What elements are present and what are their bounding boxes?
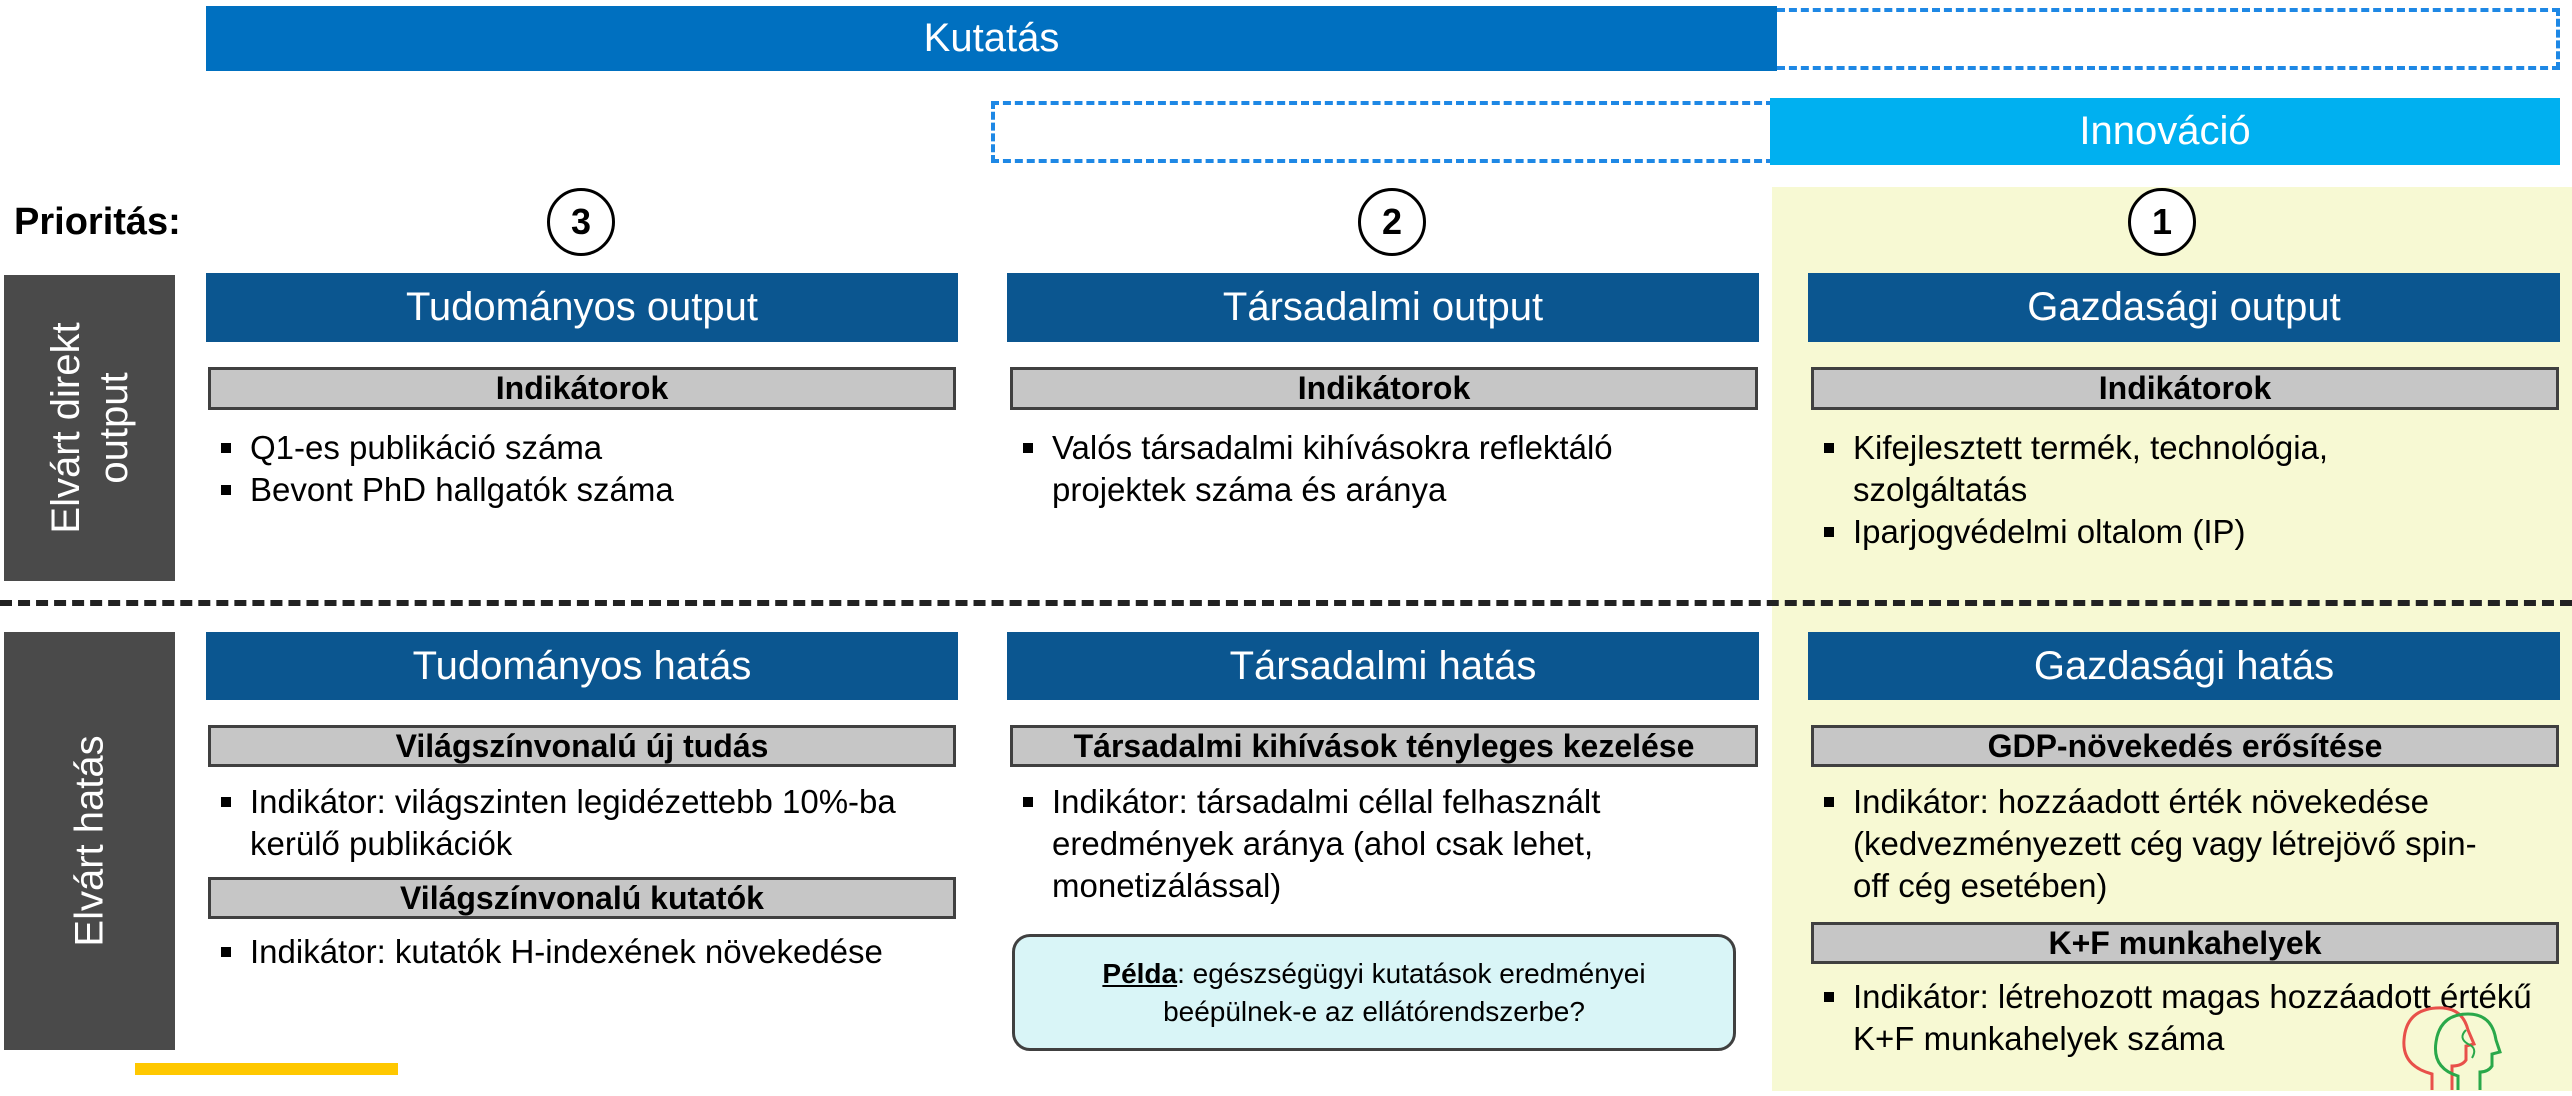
social-impact-section-header: Társadalmi kihívások tényleges kezelése: [1010, 725, 1758, 767]
section-divider: [0, 600, 2572, 606]
list-item: Kifejlesztett termék, technológia, szolg…: [1821, 427, 2441, 511]
list-item: Indikátor: társadalmi céllal felhasznált…: [1020, 781, 1720, 907]
economic-impact-section-header: GDP-növekedés erősítése: [1811, 725, 2559, 767]
list-item: Iparjogvédelmi oltalom (IP): [1821, 511, 2441, 553]
scientific-output-header: Tudományos output: [206, 273, 958, 342]
list-item: Indikátor: hozzáadott érték növekedése (…: [1821, 781, 2511, 907]
head-profile-icon: [2392, 1004, 2502, 1091]
social-impact-bullets: Indikátor: társadalmi céllal felhasznált…: [1020, 781, 1720, 907]
list-item: Bevont PhD hallgatók száma: [218, 469, 948, 511]
section-header-label: K+F munkahelyek: [2048, 924, 2322, 961]
scientific-output-indicators-header: Indikátorok: [208, 367, 956, 410]
social-output-indicators-header: Indikátorok: [1010, 367, 1758, 410]
priority-badge-3: 3: [547, 188, 615, 256]
economic-output-indicators-header: Indikátorok: [1811, 367, 2559, 410]
economic-impact-bullets-2: Indikátor: létrehozott magas hozzáadott …: [1821, 976, 2541, 1060]
research-extension-dashed: [1777, 8, 2560, 70]
priority-badge-2: 2: [1358, 188, 1426, 256]
scientific-impact-header: Tudományos hatás: [206, 632, 958, 700]
research-bar: Kutatás: [206, 6, 1777, 71]
example-callout: Példa: egészségügyi kutatások eredményei…: [1012, 934, 1736, 1051]
priority-badge-1: 1: [2128, 188, 2196, 256]
economic-output-header: Gazdasági output: [1808, 273, 2560, 342]
list-item: Q1-es publikáció száma: [218, 427, 948, 469]
section-header-label: Világszínvonalú új tudás: [395, 727, 769, 764]
scientific-impact-section-header: Világszínvonalú új tudás: [208, 725, 956, 767]
indicators-label: Indikátorok: [1297, 370, 1471, 406]
example-label: Példa: [1102, 957, 1178, 989]
side-label-direct-output: Elvárt direkt output: [4, 275, 175, 581]
side-label-direct-output-text: Elvárt direkt output: [43, 322, 136, 534]
social-impact-title: Társadalmi hatás: [1229, 643, 1537, 688]
scientific-impact-section-header: Világszínvonalú kutatók: [208, 877, 956, 919]
list-item: Indikátor: világszinten legidézettebb 10…: [218, 781, 953, 865]
economic-output-bullets: Kifejlesztett termék, technológia, szolg…: [1821, 427, 2441, 553]
side-label-impact-text: Elvárt hatás: [67, 735, 112, 947]
social-impact-header: Társadalmi hatás: [1007, 632, 1759, 700]
economic-impact-header: Gazdasági hatás: [1808, 632, 2560, 700]
section-header-label: GDP-növekedés erősítése: [1987, 727, 2383, 764]
scientific-impact-title: Tudományos hatás: [412, 643, 752, 688]
list-item: Valós társadalmi kihívásokra reflektáló …: [1020, 427, 1720, 511]
indicators-label: Indikátorok: [495, 370, 669, 406]
economic-impact-title: Gazdasági hatás: [2033, 643, 2335, 688]
priority-label: Prioritás:: [14, 201, 181, 243]
research-bar-label: Kutatás: [923, 16, 1060, 60]
scientific-output-bullets: Q1-es publikáció száma Bevont PhD hallga…: [218, 427, 948, 511]
section-header-label: Világszínvonalú kutatók: [400, 879, 764, 916]
list-item: Indikátor: kutatók H-indexének növekedés…: [218, 931, 948, 973]
innovation-bar: Innováció: [1770, 98, 2560, 165]
decorative-accent-line: [135, 1063, 398, 1075]
social-output-header: Társadalmi output: [1007, 273, 1759, 342]
economic-impact-section-header: K+F munkahelyek: [1811, 922, 2559, 964]
economic-output-title: Gazdasági output: [2027, 285, 2341, 329]
side-label-impact: Elvárt hatás: [4, 632, 175, 1050]
example-text: : egészségügyi kutatások eredményei beép…: [1163, 957, 1646, 1027]
scientific-impact-bullets-1: Indikátor: világszinten legidézettebb 10…: [218, 781, 953, 865]
innovation-bar-label: Innováció: [2079, 109, 2251, 153]
indicators-label: Indikátorok: [2098, 370, 2272, 406]
scientific-output-title: Tudományos output: [405, 285, 759, 329]
innovation-extension-dashed: [991, 101, 1774, 163]
social-output-bullets: Valós társadalmi kihívásokra reflektáló …: [1020, 427, 1720, 511]
section-header-label: Társadalmi kihívások tényleges kezelése: [1073, 727, 1695, 764]
list-item: Indikátor: létrehozott magas hozzáadott …: [1821, 976, 2541, 1060]
scientific-impact-bullets-2: Indikátor: kutatók H-indexének növekedés…: [218, 931, 948, 973]
social-output-title: Társadalmi output: [1222, 285, 1544, 329]
economic-impact-bullets-1: Indikátor: hozzáadott érték növekedése (…: [1821, 781, 2511, 907]
